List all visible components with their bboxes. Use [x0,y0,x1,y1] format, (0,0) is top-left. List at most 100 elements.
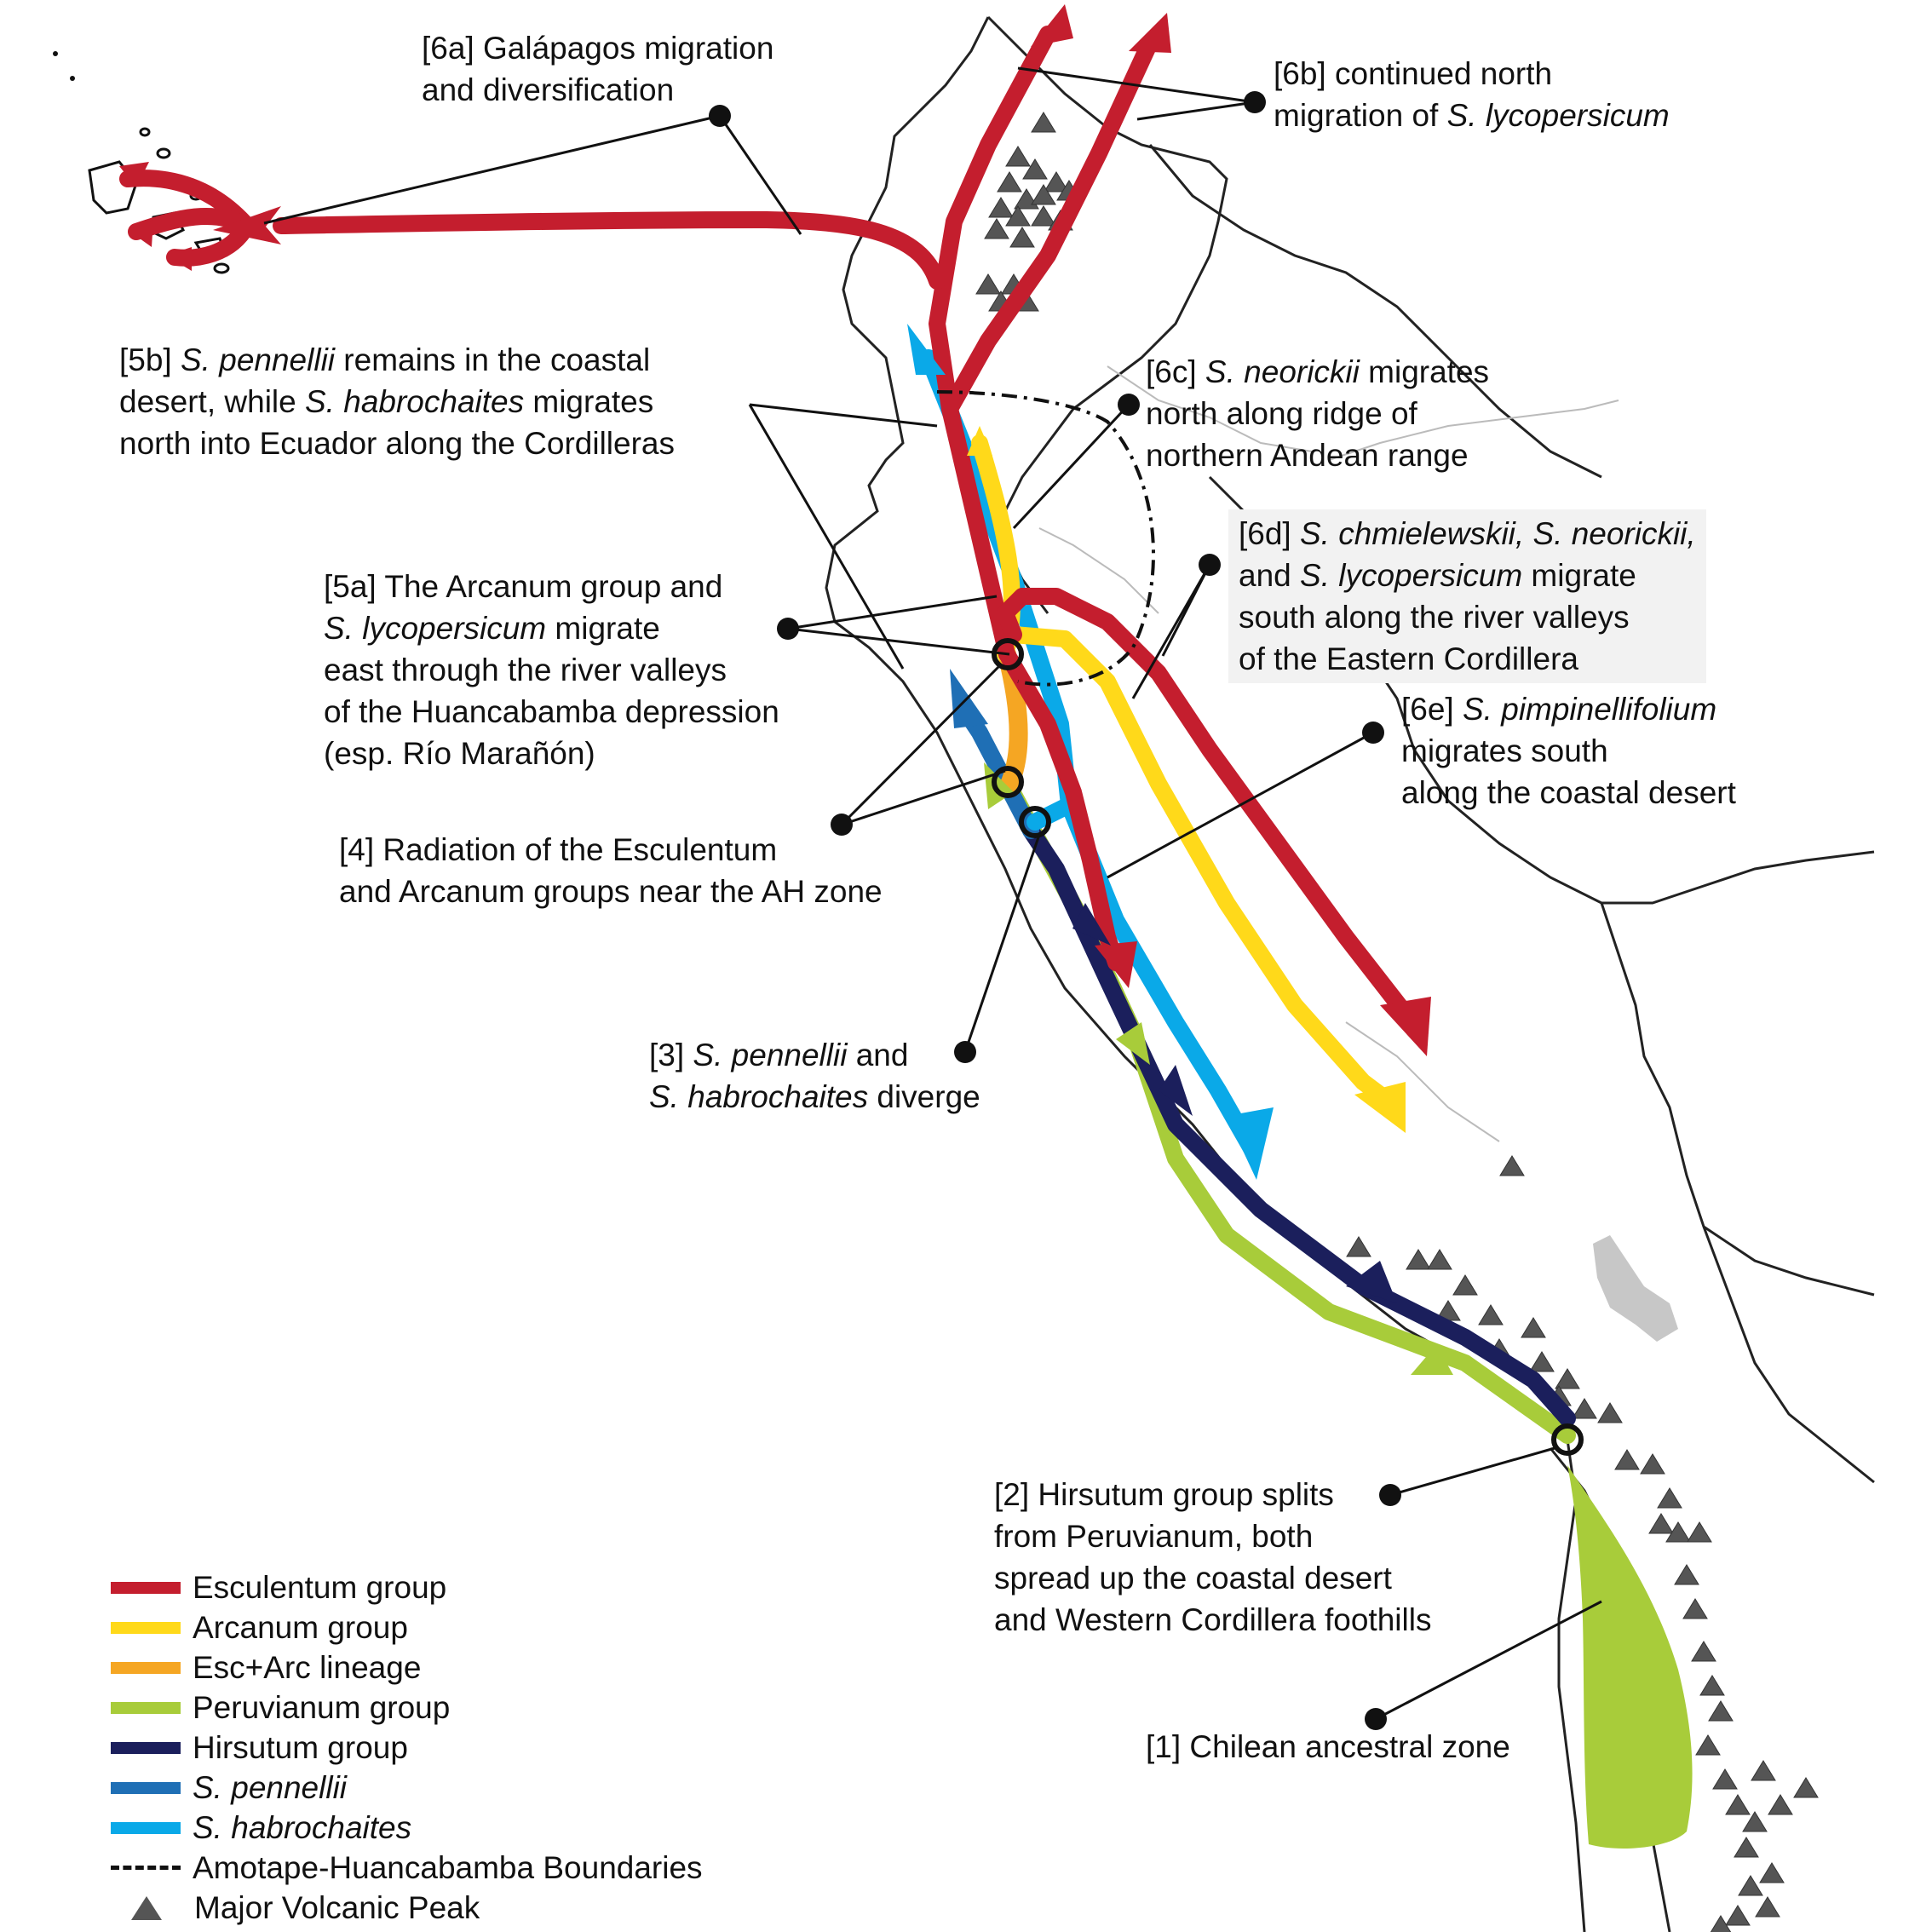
volcano-icon [1699,1675,1725,1696]
arrowhead-esc-gal-3 [166,247,192,271]
label-6a: [6a] Galápagos migration and diversifica… [422,31,774,107]
volcano-icon [1648,1513,1674,1534]
volcano-icon [1682,1598,1708,1619]
volcano-icon [1521,1317,1546,1338]
volcano-icon [1691,1641,1716,1662]
arrowhead-hab-south [1227,1107,1274,1180]
volcano-icon [1555,1368,1580,1389]
arrowhead-hir-2 [1159,1065,1193,1116]
legend-label: S. pennellii [193,1769,348,1805]
legend-item: Peruvianum group [111,1688,703,1728]
island-small-2 [139,127,151,137]
leader-lines [263,66,1602,1721]
legend-item: S. habrochaites [111,1808,703,1848]
arrowhead-arc-south [1354,1082,1406,1133]
border-peru-bolivia [1600,902,1875,1484]
label-6d: [6d] S. chmielewskii, S. neorickii, and … [1228,509,1706,683]
volcano-icon [1427,1249,1452,1270]
island-small-1 [156,147,171,159]
divergence-points [992,638,1584,1456]
arrowhead-esc-south-1 [1095,941,1137,988]
legend-label: Esculentum group [193,1569,447,1605]
volcano-icon [997,171,1022,193]
volcano-icon [1346,1236,1371,1257]
legend-item: Amotape-Huancabamba Boundaries [111,1848,703,1888]
volcano-icon [984,218,1009,239]
volcano-icon [1674,1564,1699,1585]
label-6c: [6c] S. neorickii migrates north along r… [1146,354,1490,473]
volcano-icon [1708,1700,1734,1722]
label-4: [4] Radiation of the Esculentum and Arca… [339,832,883,909]
arrowhead-arc-north [967,426,992,456]
legend-swatch [111,1661,181,1674]
legend-item: Arcanum group [111,1607,703,1647]
volcano-icon [1406,1249,1431,1270]
border-coast-west [825,16,1586,1932]
label-3: [3] S. pennellii and S. habrochaites div… [649,1038,980,1114]
volcano-icon [975,273,1001,295]
volcano-icon [1597,1402,1623,1423]
arrowhead-per-3 [1411,1345,1453,1375]
volcano-icon [1529,1351,1555,1372]
arrowhead-esc-gal-1 [119,162,149,187]
border-eastern [1703,1225,1875,1297]
volcano-icon [1712,1768,1738,1790]
arrowheads [119,4,1453,1375]
arrowhead-galapagos [213,206,281,244]
legend-swatch [111,1821,181,1834]
volcano-icon [1687,1521,1712,1543]
legend-item: Esc+Arc lineage [111,1647,703,1688]
volcano-icon [1009,227,1035,248]
legend-swatch [111,1581,181,1594]
volcano-icon [1005,205,1031,227]
volcano-icon [131,1895,162,1920]
river-3 [1038,527,1159,614]
label-2: [2] Hirsutum group splits from Peruvianu… [994,1477,1432,1637]
volcano-icon [1031,112,1056,133]
legend-label: Amotape-Huancabamba Boundaries [193,1849,703,1885]
label-1: [1] Chilean ancestral zone [1146,1729,1510,1764]
node-3 [1019,806,1051,838]
volcano-icon [1695,1734,1721,1756]
label-5a: [5a] The Arcanum group and S. lycopersic… [324,569,779,771]
arrowhead-hir-1 [1072,903,1111,946]
volcano-icon [1640,1453,1665,1475]
volcano-icon [1759,1862,1785,1883]
label-6e: [6e] S. pimpinellifolium migrates south … [1401,692,1736,810]
arrowhead-per-1 [984,762,1014,809]
lake-titicaca [1593,1235,1678,1342]
volcano-icon [1734,1837,1759,1858]
volcano-icon [1572,1398,1597,1419]
legend-swatch [111,1781,181,1794]
legend-label: Peruvianum group [193,1689,451,1725]
legend-item: Esculentum group [111,1567,703,1607]
volcano-icon [1478,1304,1504,1325]
chilean-ancestral-zone [1567,1465,1693,1849]
volcano-icon [1725,1794,1751,1815]
volcano-icon [1725,1905,1751,1926]
label-5b: [5b] S. pennellii remains in the coastal… [119,342,675,461]
legend-label: S. habrochaites [193,1809,412,1845]
volcano-icon [1793,1777,1819,1798]
arrowhead-esc-south-2 [1380,997,1431,1056]
volcano-icon [1044,171,1069,193]
volcano-icon [1768,1794,1793,1815]
volcano-icon [1755,1896,1780,1918]
route-hirsutum [1022,822,1576,1427]
river-1 [1107,365,1313,452]
legend-item: Major Volcanic Peak [111,1888,703,1928]
border-colombia-venezuela [1148,144,1602,479]
rivers [1038,365,1619,1142]
volcano-icon [1657,1487,1682,1509]
volcano-icon [1710,1915,1732,1932]
river-4 [1345,1021,1500,1142]
legend-label: Esc+Arc lineage [193,1649,422,1685]
legend-swatch [111,1701,181,1714]
volcano-icon [1751,1760,1776,1781]
volcano-icon [1499,1155,1525,1176]
arrowhead-hir-3 [1346,1261,1397,1303]
country-borders [825,15,1875,1932]
volcanic-peaks [975,112,1819,1932]
legend-dash-swatch [111,1866,181,1870]
